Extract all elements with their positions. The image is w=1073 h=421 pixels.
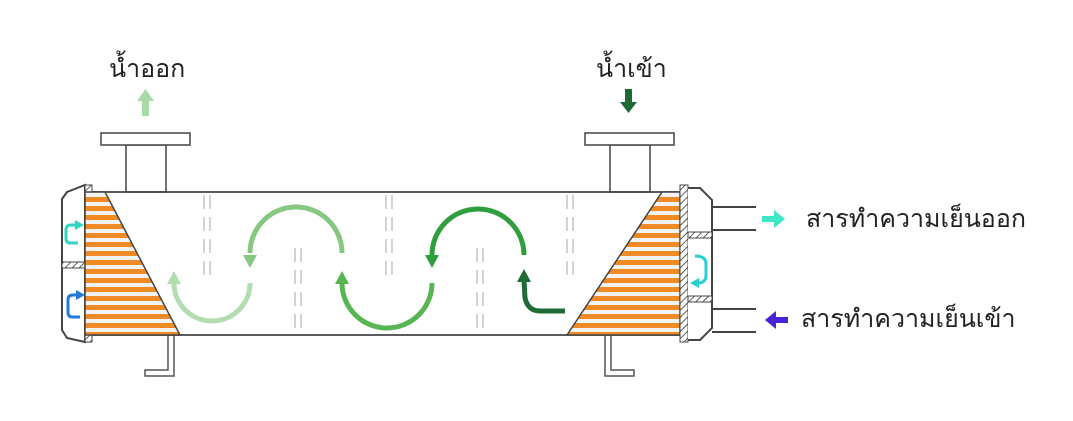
tube-left [85,206,180,211]
tube-left [85,242,180,247]
tube-right [567,233,680,238]
tube-left [85,296,180,301]
outlet-nozzle [100,132,191,193]
tube-left [85,332,180,335]
tube-right [567,224,680,229]
down-arrow-icon [620,89,637,113]
support-foot-right [604,335,635,377]
right-arrow-icon [762,210,785,228]
tube-left [85,251,180,256]
coolant-outlet-pipe [712,206,756,231]
inlet-nozzle [584,132,675,193]
tube-left [85,224,180,229]
baffles [203,195,574,333]
water-out-label: น้ำออก [109,54,186,83]
tube-right [567,197,680,202]
tube-right [567,260,680,265]
tube-right [567,269,680,274]
shell-flow-path [167,204,565,331]
water-in-label: น้ำเข้า [596,54,667,83]
tube-left [85,233,180,238]
tube-right [567,305,680,310]
coolant-inlet-pipe [712,308,756,333]
tube-right [567,251,680,256]
tube-left [85,197,180,202]
tube-right [567,296,680,301]
coolant-out-label: สารทำความเย็นออก [806,204,1026,233]
tube-right [567,242,680,247]
tube-left [85,323,180,328]
tube-right [567,206,680,211]
right-header [679,184,713,343]
tube-left [85,215,180,220]
tube-left [85,305,180,310]
tube-right [567,332,680,335]
tube-right [567,314,680,319]
left-arrow-icon [765,311,788,329]
tube-right [567,323,680,328]
tube-left [85,314,180,319]
coolant-in-label: สารทำความเย็นเข้า [801,304,1016,333]
up-arrow-icon [137,89,154,116]
support-foot-left [144,335,175,377]
tube-left [85,278,180,283]
tube-right [567,215,680,220]
u-turn-arrow-icon [64,220,708,319]
tube-left [85,287,180,292]
tube-right [567,278,680,283]
tube-left [85,269,180,274]
tube-left [85,260,180,265]
tube-right [567,287,680,292]
